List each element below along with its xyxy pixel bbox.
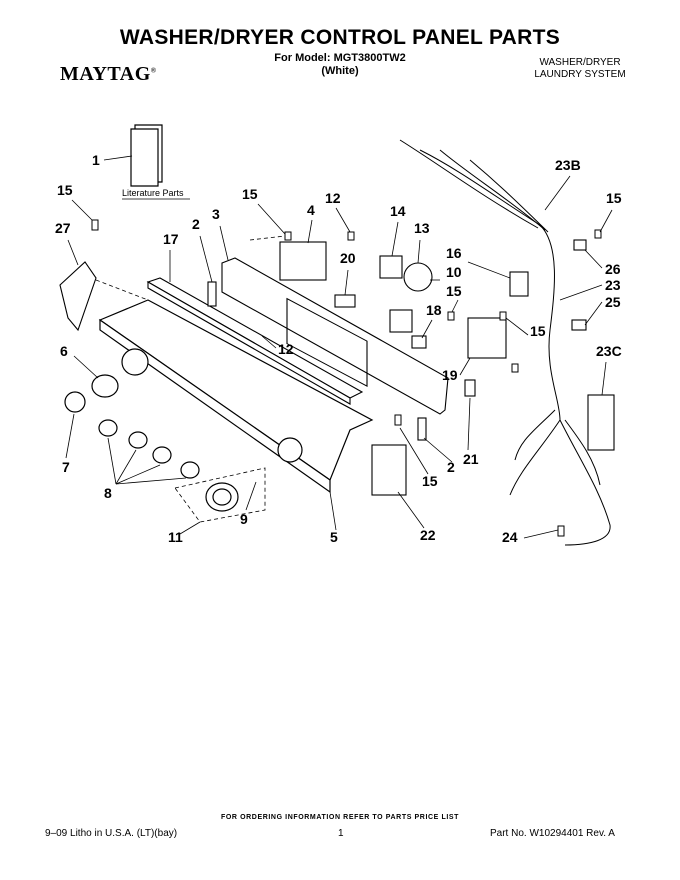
dashed-group: [95, 235, 286, 523]
litho-info: 9–09 Litho in U.S.A. (LT)(bay): [45, 828, 178, 839]
callout-7: 7: [62, 459, 70, 475]
callout-5: 5: [330, 529, 338, 545]
callout-20: 20: [340, 250, 356, 266]
callout-12: 12: [278, 341, 294, 357]
switch-modules: [207, 239, 615, 496]
console-panel: [98, 299, 374, 494]
knobs: [64, 374, 239, 512]
callout-15: 15: [242, 186, 258, 202]
callout-12: 12: [325, 190, 341, 206]
leader-lines: [65, 155, 613, 539]
callout-3: 3: [212, 206, 220, 222]
ordering-note: FOR ORDERING INFORMATION REFER TO PARTS …: [220, 814, 460, 821]
literature-parts-label: Literature Parts: [122, 188, 184, 198]
screws: [91, 219, 602, 537]
callout-15: 15: [606, 190, 622, 206]
system-line-2: LAUNDRY SYSTEM: [534, 69, 626, 80]
bracket-27: [59, 261, 97, 332]
wire-harness: [399, 139, 611, 546]
literature-booklet: [130, 124, 163, 187]
page-number: 1: [338, 828, 344, 839]
callout-labels: 1 15 27 17 2 3 15 4 12 14 13 20 10 16 23…: [55, 152, 622, 545]
callout-15: 15: [446, 283, 462, 299]
callout-4: 4: [307, 202, 315, 218]
callout-15: 15: [57, 182, 73, 198]
callout-13: 13: [414, 220, 430, 236]
callout-11: 11: [168, 529, 183, 545]
callout-10: 10: [446, 264, 462, 280]
rail-17: [146, 277, 364, 405]
callout-15: 15: [422, 473, 438, 489]
callout-8: 8: [104, 485, 112, 501]
callout-2: 2: [192, 216, 200, 232]
callout-19: 19: [442, 367, 458, 383]
callout-17: 17: [163, 231, 179, 247]
callout-1: 1: [92, 152, 100, 168]
callout-25: 25: [605, 294, 621, 310]
callout-6: 6: [60, 343, 68, 359]
callout-24: 24: [502, 529, 518, 545]
callout-2: 2: [447, 459, 455, 475]
callout-15: 15: [530, 323, 546, 339]
callout-23: 23: [605, 277, 621, 293]
callout-23c: 23C: [596, 343, 622, 359]
callout-27: 27: [55, 220, 71, 236]
system-info: WASHER/DRYER LAUNDRY SYSTEM: [530, 57, 630, 81]
model-number: For Model: MGT3800TW2: [274, 52, 406, 64]
model-color: (White): [321, 65, 359, 77]
callout-14: 14: [390, 203, 406, 219]
callout-23b: 23B: [555, 157, 581, 173]
callout-16: 16: [446, 245, 462, 261]
control-board-3: [221, 257, 449, 415]
model-info: For Model: MGT3800TW2 (White): [240, 52, 440, 78]
callout-18: 18: [426, 302, 442, 318]
system-line-1: WASHER/DRYER: [539, 57, 621, 68]
callout-9: 9: [240, 511, 248, 527]
callout-21: 21: [463, 451, 479, 467]
part-number: Part No. W10294401 Rev. A: [490, 828, 615, 839]
callout-22: 22: [420, 527, 436, 543]
brand-logo: MAYTAG®: [60, 63, 157, 85]
callout-26: 26: [605, 261, 621, 277]
page-title: WASHER/DRYER CONTROL PANEL PARTS: [119, 26, 561, 49]
